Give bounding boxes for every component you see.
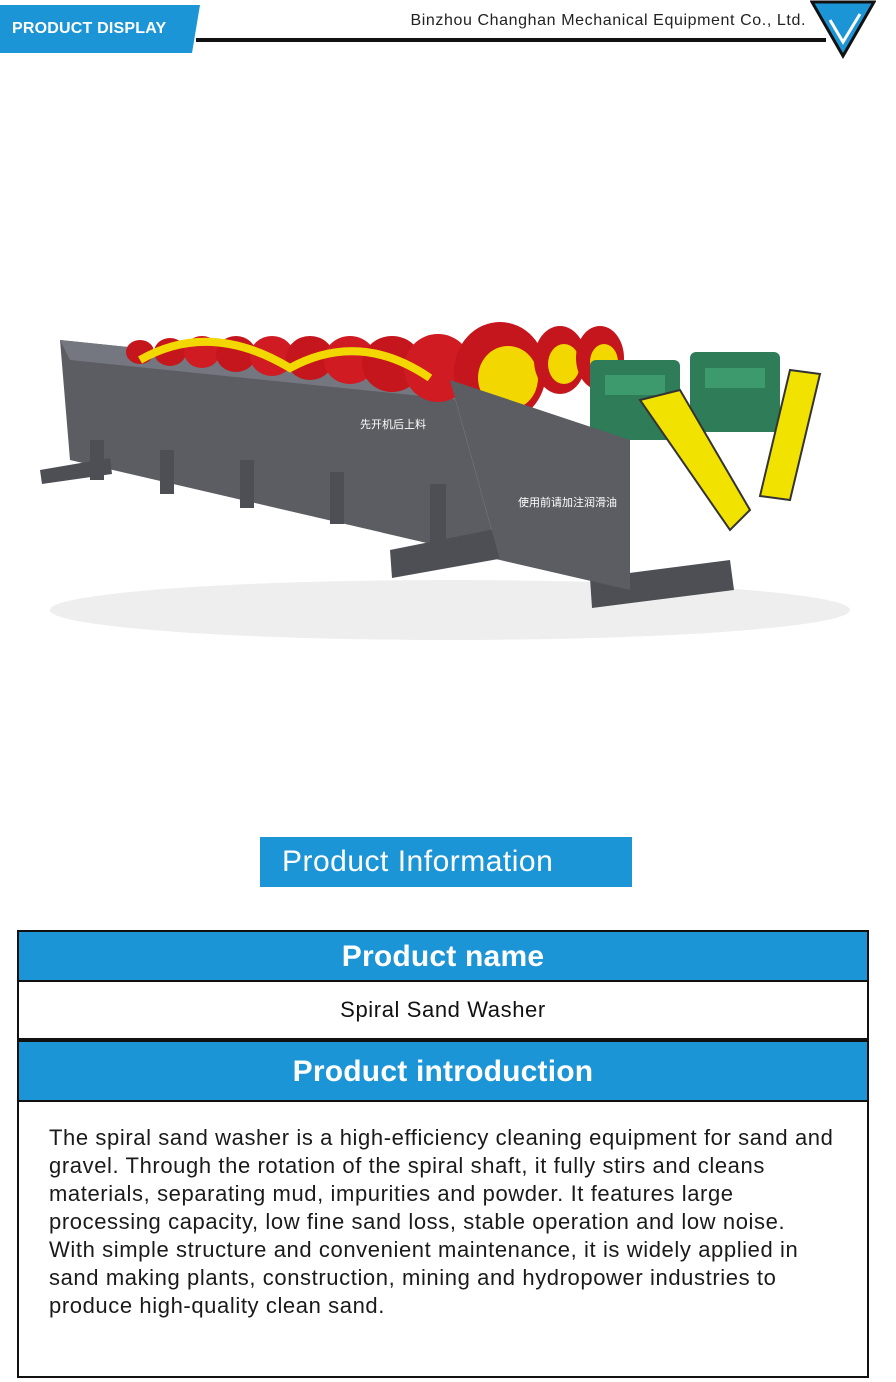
product-introduction-text: The spiral sand washer is a high-efficie… — [17, 1102, 869, 1378]
image-label-start: 先开机后上料 — [360, 417, 426, 431]
support-frame — [40, 440, 734, 608]
belt-guards — [638, 368, 822, 532]
product-name-header: Product name — [17, 930, 869, 982]
product-image: 先开机后上料 使用前请加注润滑油 — [40, 322, 850, 640]
v-triangle-logo-icon — [810, 0, 876, 60]
product-information-banner: Product Information — [260, 837, 632, 887]
header-divider — [196, 38, 826, 42]
product-display-label: PRODUCT DISPLAY — [12, 20, 167, 37]
product-name-value: Spiral Sand Washer — [17, 982, 869, 1040]
tag-background — [0, 5, 200, 53]
company-name: Binzhou Changhan Mechanical Equipment Co… — [410, 12, 806, 29]
product-info-table: Product name Spiral Sand Washer Product … — [17, 930, 869, 1378]
image-label-lubricate: 使用前请加注润滑油 — [518, 495, 617, 509]
product-display-tag: PRODUCT DISPLAY — [0, 5, 200, 53]
product-introduction-header: Product introduction — [17, 1040, 869, 1102]
